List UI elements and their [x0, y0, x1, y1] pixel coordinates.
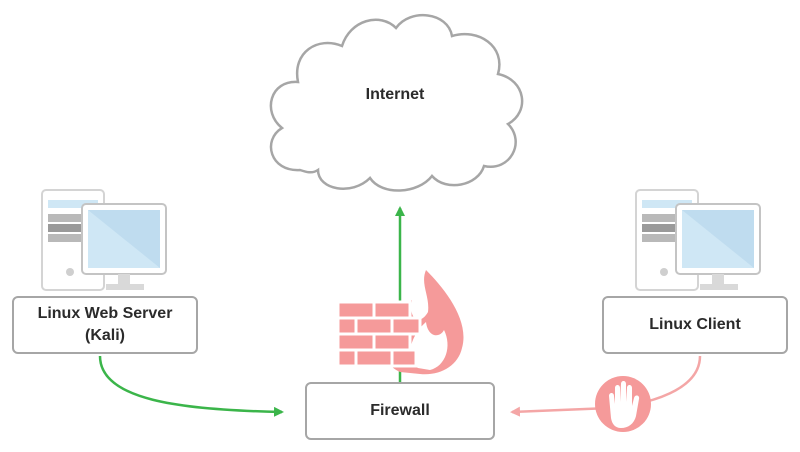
internet-label: Internet: [365, 86, 425, 103]
desktop-computer-icon: [635, 189, 761, 291]
firewall-label: Firewall: [370, 402, 430, 419]
server-label-line2: (Kali): [85, 327, 125, 344]
arrow-server-to-firewall: [98, 355, 284, 417]
server-box[interactable]: Linux Web Server (Kali): [12, 296, 198, 354]
server-label-line1: Linux Web Server: [37, 305, 173, 322]
client-box[interactable]: Linux Client: [602, 296, 788, 354]
client-label: Linux Client: [649, 316, 741, 333]
firewall-box[interactable]: Firewall: [305, 382, 495, 440]
stop-hand-icon: [595, 376, 651, 432]
cloud-icon: [269, 14, 524, 192]
desktop-computer-icon: [41, 189, 167, 291]
firewall-brick-flame-icon: [336, 270, 464, 375]
